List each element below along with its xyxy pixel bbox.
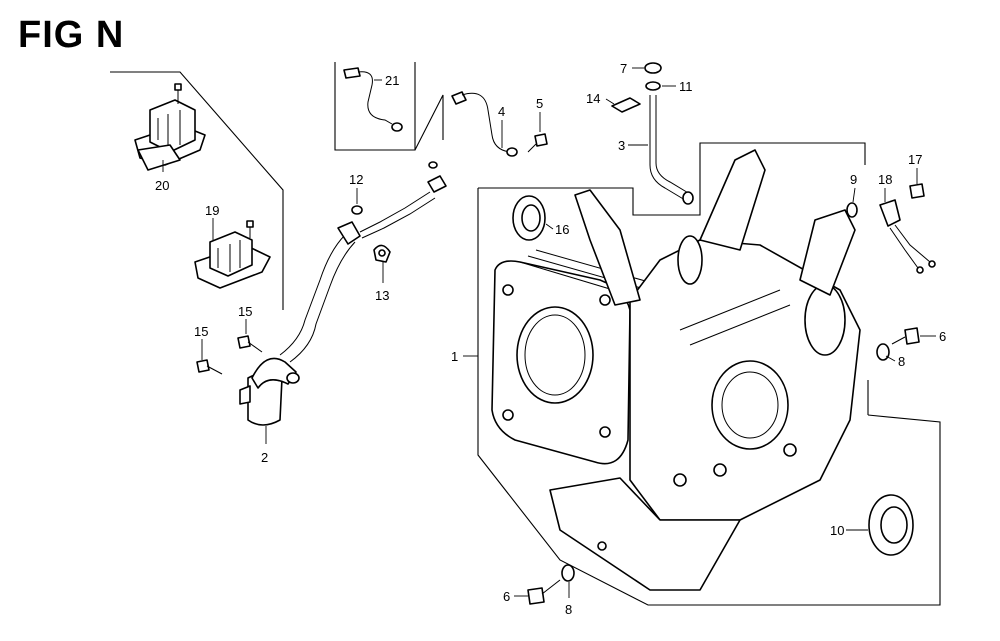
bolt-15-lower [196, 359, 223, 375]
label-part-2: 2 [261, 450, 268, 465]
washer-8-upper [876, 343, 890, 361]
bolt-17 [909, 183, 925, 199]
figure-title: FIG N [18, 14, 125, 56]
label-part-12: 12 [349, 172, 363, 187]
bearing-16 [512, 195, 546, 241]
label-part-14: 14 [586, 91, 600, 106]
ground-wire-4 [451, 91, 518, 157]
cap-7 [644, 62, 662, 74]
seal-11 [645, 81, 661, 91]
leader-lines [162, 67, 936, 598]
label-part-17: 17 [908, 152, 922, 167]
label-part-10: 10 [830, 523, 844, 538]
clip-13 [373, 244, 391, 263]
label-part-13: 13 [375, 288, 389, 303]
engine-mount-lower [194, 220, 271, 289]
bolt-6-lower [527, 579, 561, 605]
label-part-21: 21 [385, 73, 399, 88]
bolt-15-upper [237, 335, 263, 353]
label-part-7: 7 [620, 61, 627, 76]
bolt-6-upper [891, 327, 920, 345]
label-part-20: 20 [155, 178, 169, 193]
part-labels: 20 19 15 15 2 12 13 21 4 5 7 11 14 3 16 … [155, 61, 946, 617]
sensor-18 [879, 199, 936, 274]
label-part-6-lower: 6 [503, 589, 510, 604]
label-part-19: 19 [205, 203, 219, 218]
label-part-6-upper: 6 [939, 329, 946, 344]
label-part-3: 3 [618, 138, 625, 153]
label-part-9: 9 [850, 172, 857, 187]
label-part-18: 18 [878, 172, 892, 187]
dowel-lower [597, 541, 607, 551]
plate-14 [611, 97, 641, 113]
label-part-8-lower: 8 [565, 602, 572, 617]
label-part-16: 16 [555, 222, 569, 237]
sensor-wire-21 [343, 67, 403, 132]
label-part-4: 4 [498, 104, 505, 119]
bolt-5 [527, 133, 548, 153]
label-part-8-upper: 8 [898, 354, 905, 369]
label-part-1: 1 [451, 349, 458, 364]
oil-seal-10 [868, 494, 914, 556]
group-frame-lines [110, 62, 941, 606]
rod-3 [649, 95, 694, 205]
label-part-15-upper: 15 [238, 304, 252, 319]
crankcase-1 [491, 149, 861, 591]
washer-8-lower [561, 564, 575, 582]
engine-mount-upper [134, 83, 206, 171]
plug-9 [846, 202, 858, 218]
label-part-5: 5 [536, 96, 543, 111]
label-part-11: 11 [679, 79, 693, 94]
label-part-15-lower: 15 [194, 324, 208, 339]
washer-12 [351, 205, 363, 215]
breather-tube-assembly [239, 161, 447, 426]
